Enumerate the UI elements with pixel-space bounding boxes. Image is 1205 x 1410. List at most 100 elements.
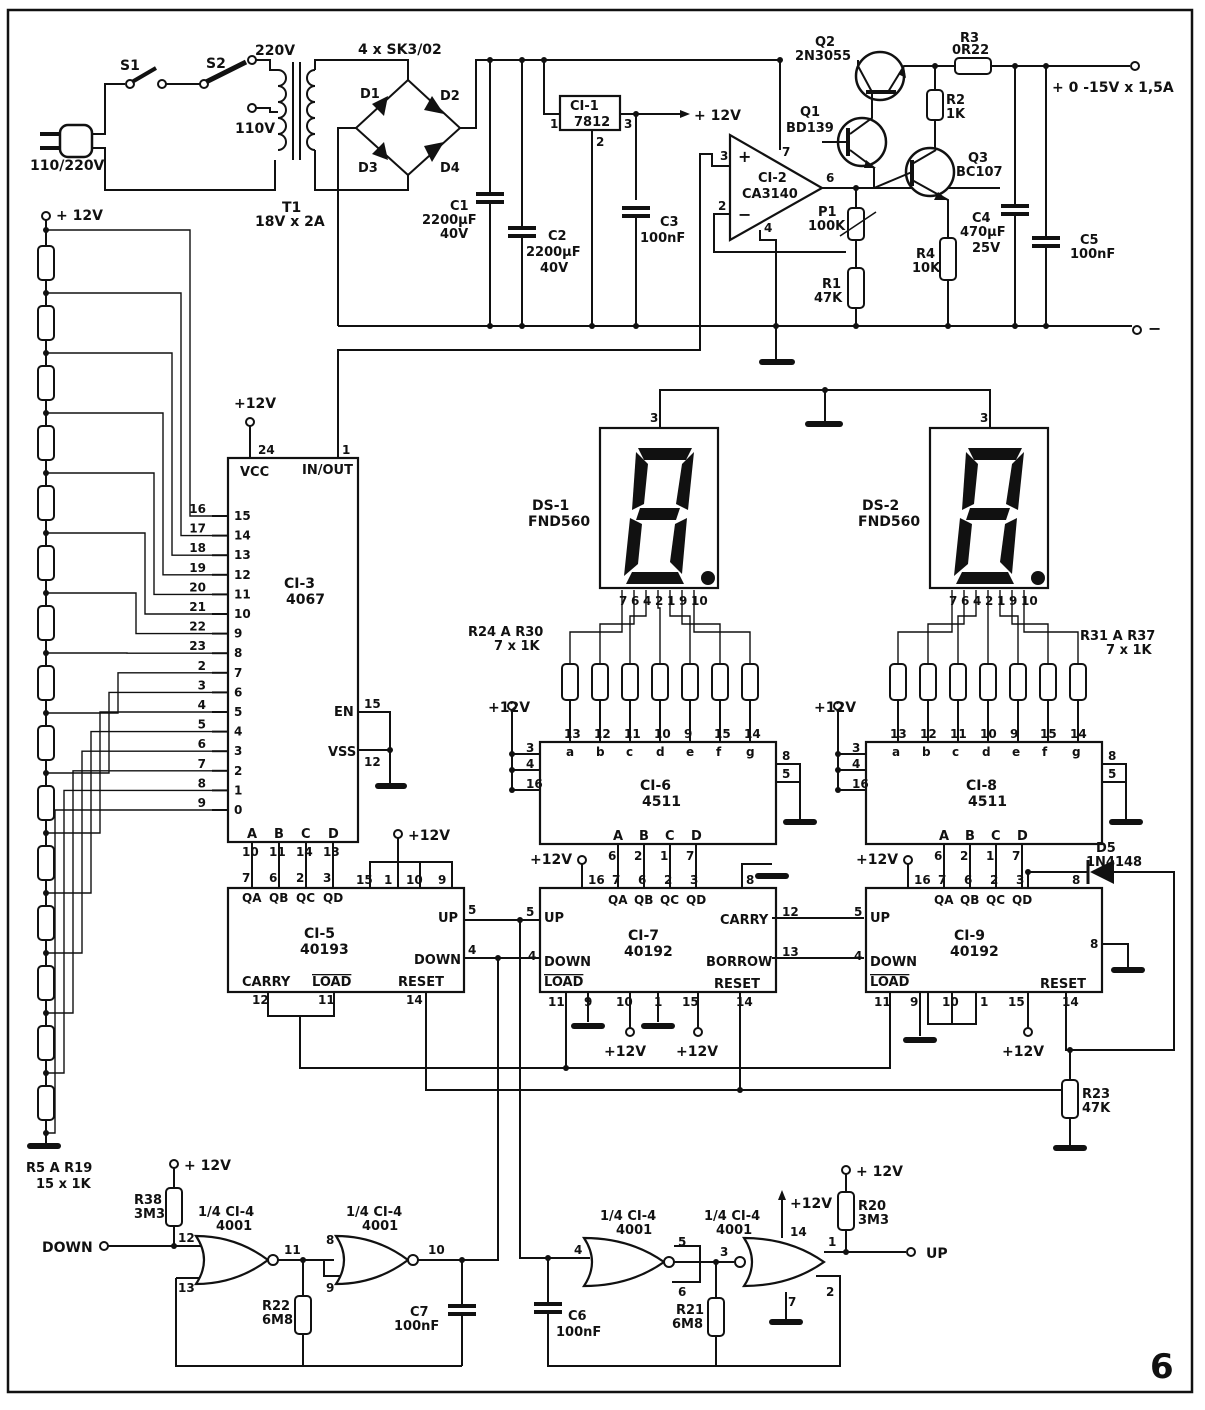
r4-label: R4: [916, 247, 935, 262]
counter-output-label: QC: [986, 893, 1005, 907]
g4-pin7: 7: [788, 1295, 796, 1309]
decoder-ci8: CI-84511a13b12c11d10e9f15g14+12V341685A6…: [814, 700, 1143, 888]
decoder-seg-label: b: [596, 745, 605, 759]
segment-resistor: [889, 663, 907, 701]
ci3-channel-label: 15: [234, 509, 251, 523]
down-input-label: DOWN: [42, 1240, 93, 1256]
decoder-seg-pin: 11: [950, 727, 967, 741]
segment-resistor: [919, 663, 937, 701]
segment: [1006, 452, 1024, 510]
counter-bottom-pin: 15: [1008, 995, 1025, 1009]
ci3-vss-pin: 12: [364, 755, 381, 769]
counter-reset-pin: 14: [736, 995, 753, 1009]
ci3-addr-label: D: [328, 827, 339, 842]
counter-bottom-pin: 15: [682, 995, 699, 1009]
s2-label: S2: [206, 56, 226, 72]
ladder-resistor: [37, 245, 55, 281]
counter-carry: CARRY: [720, 913, 769, 928]
counter-pin8: 8: [746, 873, 754, 887]
r2-value: 1K: [946, 107, 966, 122]
segment: [626, 572, 684, 584]
ladder-resistor: [37, 785, 55, 821]
counter-pin16: 16: [588, 873, 605, 887]
ci5-part: 40193: [300, 942, 349, 958]
d5-part: 1N4148: [1086, 855, 1142, 870]
ci3-pin-number: 8: [198, 776, 206, 790]
counter-output-label: QB: [960, 893, 979, 907]
display-common-pin: 3: [980, 411, 988, 425]
g4-pin14: 14: [790, 1225, 807, 1239]
c7-label: C7: [410, 1305, 429, 1320]
segment-resistor: [651, 663, 669, 701]
ci1-pin2: 2: [596, 135, 604, 149]
counter-reset-pin: 14: [1062, 995, 1079, 1009]
counter-output-pin: 3: [690, 873, 698, 887]
counter-bottom-pin: 10: [616, 995, 633, 1009]
g4-label: 1/4 CI-4: [704, 1209, 760, 1224]
counter-load: LOAD: [544, 975, 584, 990]
r23-value: 47K: [1082, 1101, 1111, 1116]
ci2-label: CI-2: [758, 171, 787, 186]
g2-part: 4001: [362, 1219, 398, 1234]
ci5-reset: RESET: [398, 975, 444, 990]
g3-pin-in: 4: [574, 1243, 582, 1257]
switch-s2: [199, 55, 278, 113]
decoder-input-label: B: [639, 829, 649, 844]
g2-label: 1/4 CI-4: [346, 1205, 402, 1220]
segment: [962, 452, 978, 510]
resistor-group-count: 7 x 1K: [494, 639, 541, 654]
resistor-ladder: [27, 211, 212, 1149]
transistor-q1: [822, 100, 888, 188]
segment-resistor: [681, 663, 699, 701]
g4-part: 4001: [716, 1223, 752, 1238]
decoder-input-label: A: [613, 829, 623, 844]
ci5-output-label: QB: [269, 891, 288, 905]
ci3-en-pin: 15: [364, 697, 381, 711]
capacitor-c4: [1001, 66, 1029, 326]
ci5-up-pin: 5: [468, 903, 476, 917]
c3-value: 100nF: [640, 231, 685, 246]
ci3-pin-number: 4: [198, 698, 206, 712]
decoder-input-label: B: [965, 829, 975, 844]
bridge-rectifier: [337, 59, 780, 326]
decoder-seg-pin: 12: [594, 727, 611, 741]
c4-label: C4: [972, 211, 991, 226]
ci3-channel-label: 7: [234, 666, 242, 680]
ci5-reset-pin: 14: [406, 993, 423, 1007]
decoder-left-pin: 16: [852, 777, 869, 791]
r38-label: R38: [134, 1193, 162, 1208]
g4-pin-in-a: 3: [720, 1245, 728, 1259]
counter-down: DOWN: [544, 955, 591, 970]
counter-output-pin: 7: [612, 873, 620, 887]
ci1-pin3: 3: [624, 117, 632, 131]
capacitor-c2: [508, 60, 536, 326]
decoder-seg-label: d: [982, 745, 991, 759]
ci3-vcc: VCC: [240, 465, 269, 480]
ci3-channel-label: 11: [234, 587, 251, 601]
up-output-label: UP: [926, 1246, 948, 1262]
r38-value: 3M3: [134, 1207, 165, 1222]
decoder-left-pin: 3: [852, 741, 860, 755]
switch-s1: [125, 66, 200, 89]
c2-value: 2200µF: [526, 245, 581, 260]
p1-value: 100K: [808, 219, 846, 234]
r21-label: R21: [676, 1303, 704, 1318]
transistor-q3: [873, 146, 956, 238]
display-common-pin: 3: [650, 411, 658, 425]
decoder-seg-label: e: [686, 745, 694, 759]
ci5-output-label: QA: [242, 891, 262, 905]
counter-name: CI-7: [628, 928, 659, 944]
ci5-output-label: QC: [296, 891, 315, 905]
d5-label: D5: [1096, 841, 1116, 856]
ci3-channel-label: 6: [234, 685, 242, 699]
counter-pin16: 16: [914, 873, 931, 887]
resistor-group-label: R31 A R37: [1080, 629, 1155, 644]
d3-label: D3: [358, 161, 378, 176]
counter-pin8: 8: [1072, 873, 1080, 887]
ci3-pin-number: 21: [189, 600, 206, 614]
figure-number: 6: [1150, 1347, 1174, 1387]
r20-label: R20: [858, 1199, 886, 1214]
g1-pin-in-a: 12: [178, 1231, 195, 1245]
decoder-right-pin: 5: [782, 767, 790, 781]
